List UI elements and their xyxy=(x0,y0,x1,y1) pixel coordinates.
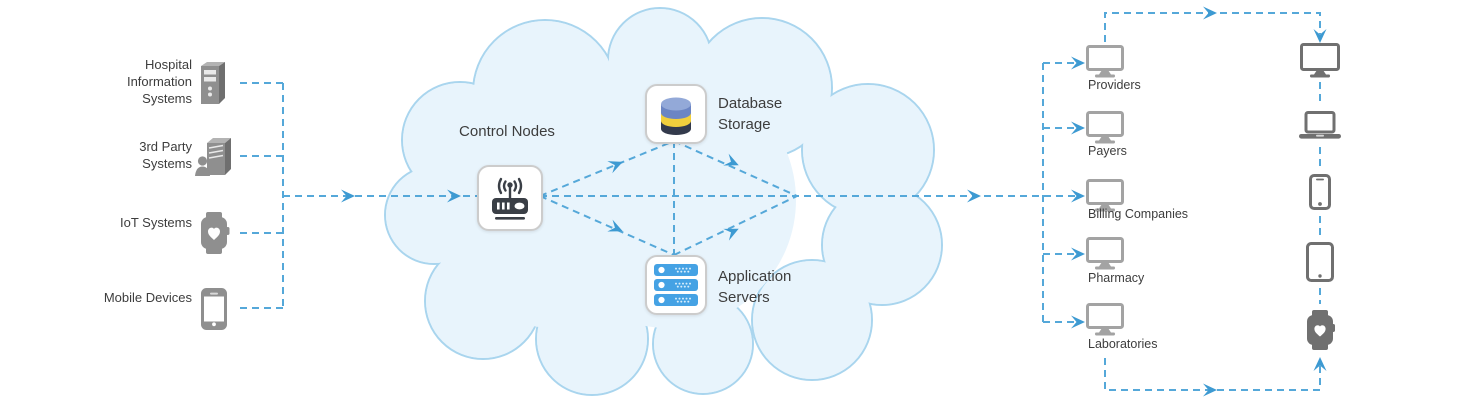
application-servers-box xyxy=(645,255,707,315)
payers-monitor-icon xyxy=(1086,111,1124,145)
laboratories-label: Laboratories xyxy=(1088,337,1158,351)
smartphone-icon xyxy=(201,288,227,330)
top-loop-line xyxy=(1104,12,1321,42)
hospital-systems-label: Hospital Information Systems xyxy=(126,57,192,106)
smartwatch-icon xyxy=(198,212,230,254)
router-icon xyxy=(486,175,534,221)
tablet-icon xyxy=(1306,242,1334,282)
database-icon xyxy=(654,91,698,137)
app-servers-icon xyxy=(653,263,699,307)
payers-label: Payers xyxy=(1088,144,1127,158)
mobile-devices-label: Mobile Devices xyxy=(103,290,192,305)
source-stub-lines xyxy=(240,82,283,309)
billing-companies-label: Billing Companies xyxy=(1088,207,1189,221)
bottom-loop-line xyxy=(1104,358,1321,391)
providers-label: Providers xyxy=(1088,78,1141,92)
laboratories-monitor-icon xyxy=(1086,303,1124,337)
user-server-icon xyxy=(195,135,235,177)
billing-companies-monitor-icon xyxy=(1086,179,1124,213)
diamond-connectors xyxy=(539,140,798,256)
database-storage-label: Database Storage xyxy=(718,95,783,133)
cloud-shape xyxy=(384,7,943,396)
smartphone-icon xyxy=(1309,174,1331,210)
laptop-icon xyxy=(1298,111,1342,141)
providers-monitor-icon xyxy=(1086,45,1124,79)
application-servers-label: Application Servers xyxy=(718,268,792,306)
iot-systems-label: IoT Systems xyxy=(119,215,192,230)
consumer-branch-lines xyxy=(1043,62,1078,323)
server-tower-icon xyxy=(197,61,231,105)
control-nodes-box xyxy=(477,165,543,231)
flow-arrowheads xyxy=(341,6,1327,397)
control-nodes-label: Control Nodes xyxy=(459,123,555,140)
desktop-icon xyxy=(1300,43,1340,79)
database-storage-box xyxy=(645,84,707,144)
third-party-systems-label: 3rd Party Systems xyxy=(139,139,192,171)
smartwatch-icon xyxy=(1305,310,1335,350)
pharmacy-label: Pharmacy xyxy=(1088,271,1145,285)
pharmacy-monitor-icon xyxy=(1086,237,1124,271)
